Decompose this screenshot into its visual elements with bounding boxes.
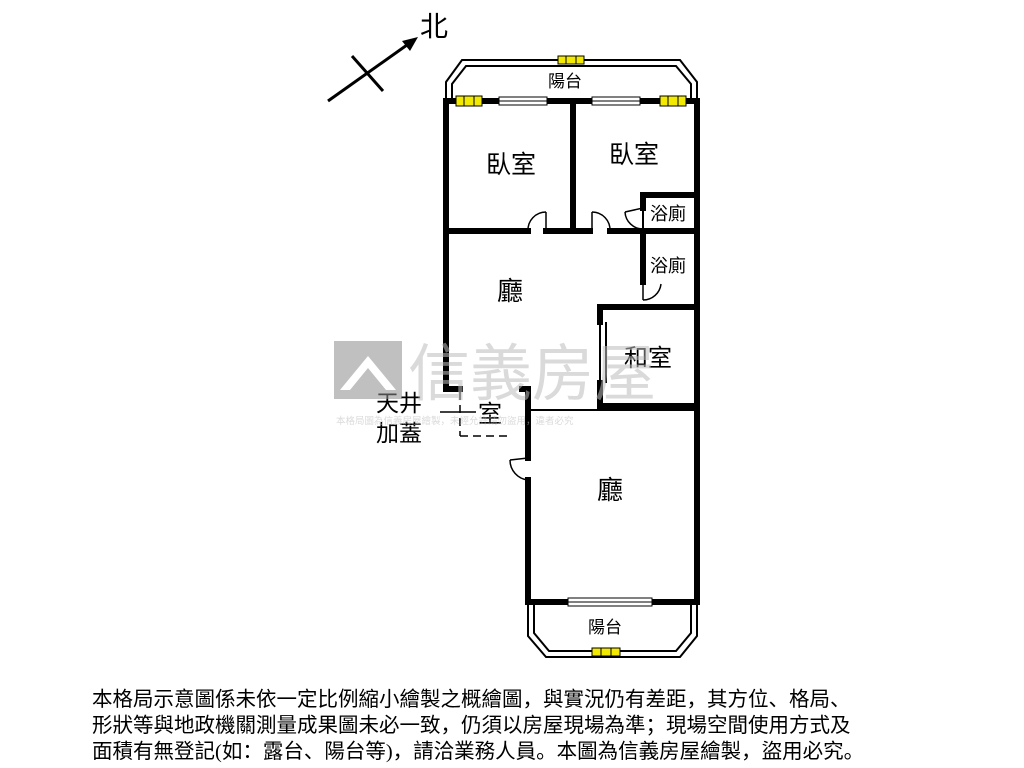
disclaimer-line-3: 面積有無登記(如：露台、陽台等)，請洽業務人員。本圖為信義房屋繪製，盜用必究。 (92, 741, 865, 763)
top-windows (498, 96, 641, 106)
walls (443, 98, 700, 605)
japanese-room-label: 和室 (624, 344, 672, 372)
bath-lower-label: 浴廁 (650, 255, 686, 277)
compass-north-label: 北 (420, 10, 448, 43)
living-lower-label: 廳 (597, 476, 623, 506)
room-small-label: 室 (478, 401, 502, 428)
watermark-logo-icon (334, 341, 402, 399)
watermark-notice: 本格局圖為信義房屋繪製，未經允許請勿盜用，違者必究 (336, 415, 574, 427)
compass-arrowhead-icon (402, 37, 418, 51)
courtyard-addition (440, 392, 508, 437)
disclaimer-line-1: 本格局示意圖係未依一定比例縮小繪製之概繪圖，與實況仍有差距，其方位、格局、 (92, 689, 851, 711)
watermark: 信義房屋 本格局圖為信義房屋繪製，未經允許請勿盜用，違者必究 (334, 337, 656, 427)
bedroom-right-label: 臥室 (609, 140, 659, 169)
disclaimer: 本格局示意圖係未依一定比例縮小繪製之概繪圖，與實況仍有差距，其方位、格局、 形狀… (92, 687, 992, 765)
thin-partitions (528, 195, 697, 411)
compass: 北 (327, 10, 448, 103)
bath-upper-label: 浴廁 (650, 203, 686, 225)
watermark-brand: 信義房屋 (408, 337, 656, 410)
living-upper-label: 廳 (497, 277, 523, 307)
balcony-bottom-label: 陽台 (588, 618, 622, 637)
disclaimer-line-2: 形狀等與地政機關測量成果圖未必一致，仍須以房屋現場為準；現場空間使用方式及 (92, 715, 851, 737)
compass-arrow (327, 38, 415, 103)
bottom-window (567, 597, 653, 607)
bedroom-left-label: 臥室 (486, 150, 536, 179)
doors (509, 207, 662, 481)
window-markers (455, 55, 687, 657)
balcony-top-label: 陽台 (548, 72, 582, 91)
compass-crossbar (350, 55, 385, 92)
courtyard-label-line2: 加蓋 (376, 421, 422, 446)
